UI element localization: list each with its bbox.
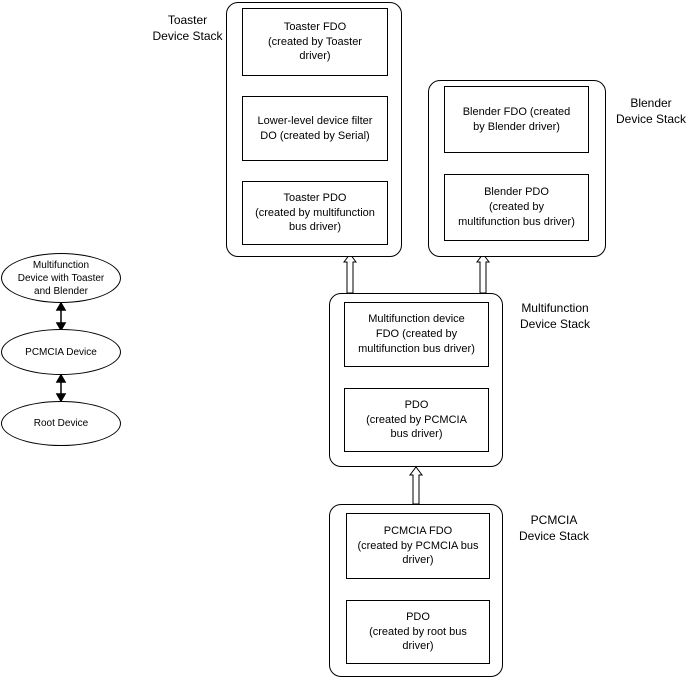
pcmcia-to-multifunction-arrow: [409, 466, 423, 505]
multifunction-to-toaster-arrow: [343, 253, 357, 294]
multifunction-to-blender-arrow: [476, 253, 490, 294]
root-device-node: Root Device: [1, 401, 121, 446]
toaster-fdo: Toaster FDO (created by Toaster driver): [242, 8, 388, 76]
pcmcia-fdo: PCMCIA FDO (created by PCMCIA bus driver…: [346, 513, 490, 579]
toaster-pdo: Toaster PDO (created by multifunction bu…: [242, 181, 388, 245]
blender-stack-label: Blender Device Stack: [615, 96, 687, 127]
multifunction-pdo: PDO (created by PCMCIA bus driver): [344, 388, 489, 452]
tree-arrow-top: [55, 301, 67, 332]
pcmcia-pdo: PDO (created by root bus driver): [346, 600, 490, 664]
blender-fdo: Blender FDO (created by Blender driver): [444, 86, 589, 153]
multifunction-stack-label: Multifunction Device Stack: [519, 301, 591, 332]
toaster-filter-do: Lower-level device filter DO (created by…: [242, 96, 388, 161]
tree-arrow-bottom: [55, 373, 67, 403]
multifunction-device-node: Multifunction Device with Toaster and Bl…: [1, 253, 121, 303]
multifunction-fdo: Multifunction device FDO (created by mul…: [344, 302, 489, 367]
blender-pdo: Blender PDO (created by multifunction bu…: [444, 174, 589, 241]
pcmcia-device-node: PCMCIA Device: [1, 329, 121, 375]
pcmcia-stack-label: PCMCIA Device Stack: [518, 513, 590, 544]
toaster-stack-label: Toaster Device Stack: [152, 13, 223, 44]
